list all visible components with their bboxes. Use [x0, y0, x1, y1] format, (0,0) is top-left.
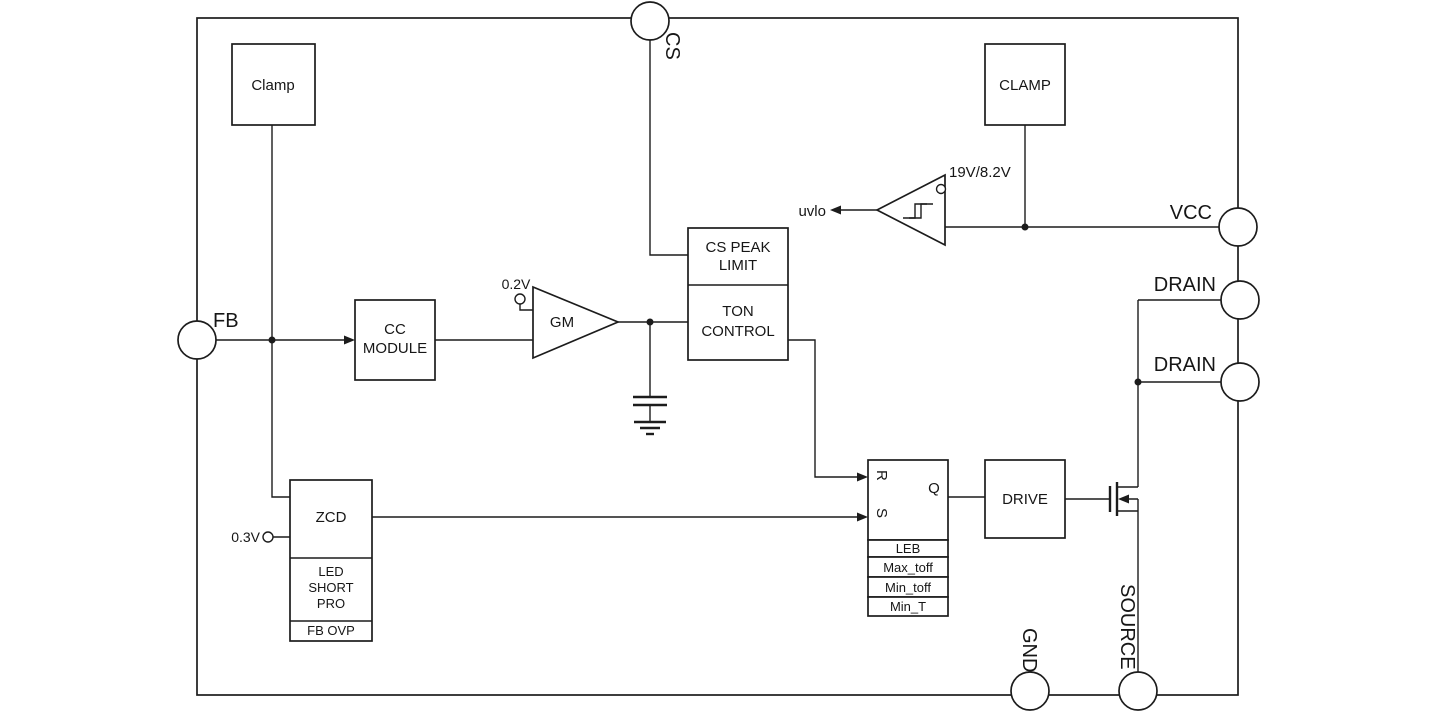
- zcd-label: ZCD: [316, 509, 347, 526]
- drive-block: [984, 459, 1066, 539]
- junction-fb-clamp: [268, 336, 276, 344]
- arrow-uvlo-output: [830, 205, 841, 215]
- junction-drain: [1134, 378, 1142, 386]
- gm-label: GM: [550, 314, 574, 331]
- vcc-threshold-terminal: [935, 183, 947, 195]
- rs-latch-q-label: Q: [928, 480, 940, 497]
- gm-ref-terminal: [514, 293, 526, 305]
- arrowheads: [344, 205, 868, 522]
- junction-dots: [268, 223, 1142, 386]
- pin-cs-label: CS: [661, 32, 683, 60]
- pin-vcc: [1218, 207, 1258, 247]
- wire-ton-to-r-input: [788, 339, 857, 478]
- pin-gnd: [1010, 671, 1050, 711]
- pins: CS FB VCC DRAIN DRAIN GND SOURCE: [177, 1, 1260, 711]
- pin-vcc-label: VCC: [1170, 202, 1212, 224]
- cc-module-block: [354, 299, 436, 381]
- junction-gm-capacitor: [646, 318, 654, 326]
- timing-row-leb-label: LEB: [896, 541, 921, 556]
- pin-drain-bottom: [1220, 362, 1260, 402]
- pin-source-label: SOURCE: [1116, 584, 1138, 670]
- led-short-pro-label-line3: PRO: [317, 596, 345, 611]
- mosfet-body-arrow: [1118, 494, 1129, 504]
- fb-ovp-label: FB OVP: [307, 623, 355, 638]
- zcd-ref-label: 0.3V: [231, 529, 260, 545]
- cs-peak-limit-label-line2: LIMIT: [719, 257, 757, 274]
- timing-row-min-t-label: Min_T: [890, 599, 926, 614]
- pin-drain-top-label: DRAIN: [1154, 274, 1216, 296]
- ton-control-label-line1: TON: [722, 303, 753, 320]
- led-short-pro-label-line2: SHORT: [308, 580, 353, 595]
- rs-latch-s-label: S: [873, 508, 890, 518]
- cc-module-label-line1: CC: [384, 321, 406, 338]
- arrow-into-s-input: [857, 512, 868, 522]
- timing-row-min-t: [867, 596, 949, 617]
- gm-amplifier-icon: [532, 285, 621, 360]
- cs-peak-limit-label-line1: CS PEAK: [705, 239, 770, 256]
- pin-fb-label: FB: [213, 310, 239, 332]
- pin-source: [1118, 671, 1158, 711]
- clamp-vcc-block: [984, 43, 1066, 126]
- zcd-block: [289, 479, 373, 642]
- timing-rows: LEB Max_toff Min_toff Min_T: [867, 539, 949, 617]
- clamp-fb-label: Clamp: [251, 77, 294, 94]
- wire-clamp-to-zcd: [271, 125, 290, 498]
- junction-vcc-clamp: [1021, 223, 1029, 231]
- clamp-fb-block: [231, 43, 316, 126]
- arrow-into-r-input: [857, 472, 868, 482]
- wires: [216, 40, 1221, 672]
- cs-peak-ton-block: [687, 227, 789, 361]
- capacitor-icon: [633, 395, 667, 422]
- ground-icon: [634, 420, 666, 436]
- pin-cs: [630, 1, 670, 41]
- rs-latch-r-label: R: [873, 470, 890, 481]
- timing-row-min-toff-label: Min_toff: [885, 580, 931, 595]
- ton-control-label-line2: CONTROL: [701, 323, 774, 340]
- pin-fb: [177, 320, 217, 360]
- gm-ref-label: 0.2V: [502, 276, 531, 292]
- zcd-ref-terminal: [262, 531, 274, 543]
- pin-drain-bottom-label: DRAIN: [1154, 354, 1216, 376]
- wire-02v-to-gm: [519, 304, 533, 311]
- hysteresis-icon: [903, 203, 933, 219]
- arrow-into-cc-module: [344, 335, 355, 345]
- mosfet-icon: [1108, 482, 1139, 516]
- uvlo-comparator-icon: [875, 173, 946, 247]
- pin-gnd-label: GND: [1018, 628, 1040, 672]
- uvlo-label: uvlo: [798, 203, 826, 220]
- rs-latch-block: [867, 459, 949, 541]
- cc-module-label-line2: MODULE: [363, 340, 427, 357]
- clamp-vcc-label: CLAMP: [999, 77, 1051, 94]
- led-short-pro-label-line1: LED: [318, 564, 343, 579]
- hysteresis-step-2: [909, 203, 933, 219]
- drive-label: DRIVE: [1002, 491, 1048, 508]
- vcc-threshold-label: 19V/8.2V: [949, 164, 1011, 181]
- pin-drain-top: [1220, 280, 1260, 320]
- timing-row-max-toff-label: Max_toff: [883, 560, 933, 575]
- wire-cs-to-cs-peak-limit: [649, 40, 688, 256]
